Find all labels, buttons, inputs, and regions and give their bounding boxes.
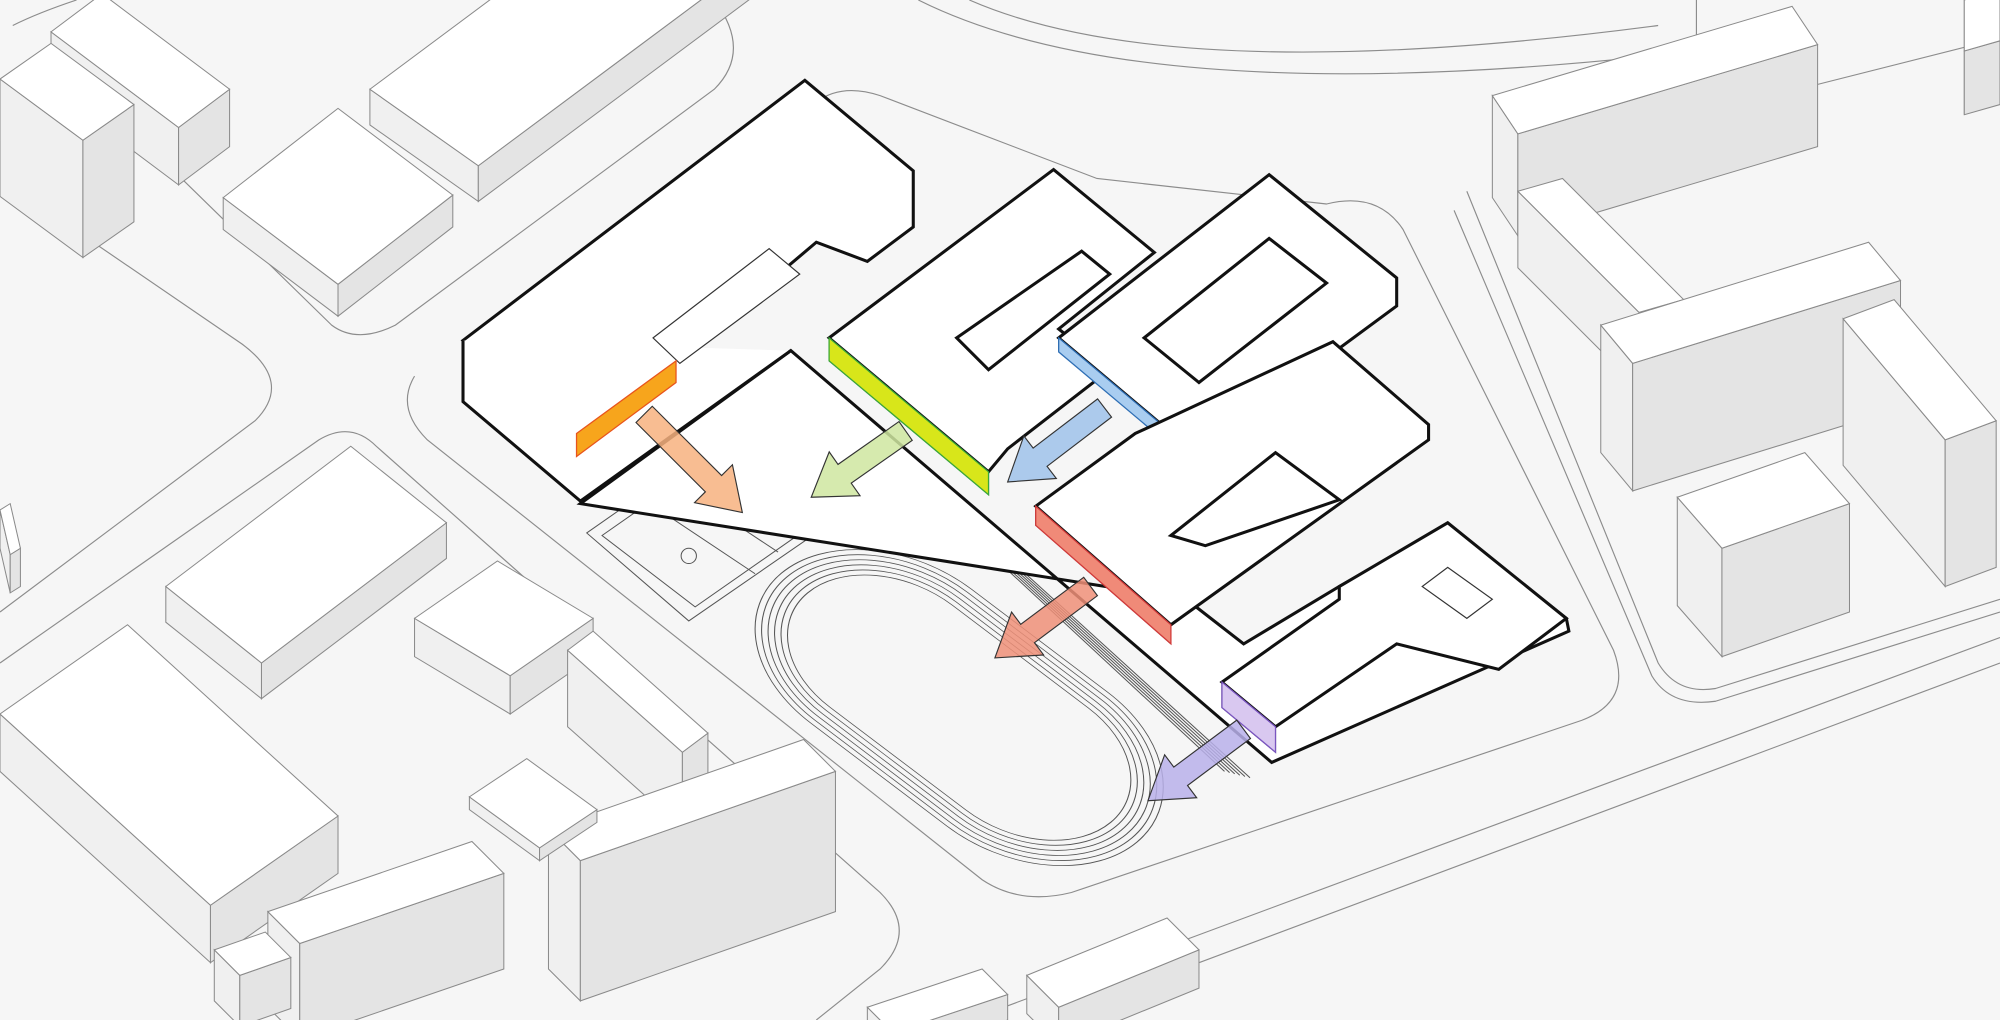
building-roof <box>1491 5 1819 135</box>
red-facade-strip <box>1035 504 1172 646</box>
context-building <box>164 445 448 700</box>
building-roof <box>1599 241 1902 364</box>
context-building <box>413 560 595 715</box>
red-arrow <box>994 576 1099 659</box>
building-roof <box>547 738 837 862</box>
building-roof <box>566 630 709 753</box>
green-facade-strip <box>828 336 990 497</box>
school-complex <box>460 78 1571 765</box>
green-arrow <box>810 420 914 498</box>
orange-facade-strip <box>575 359 677 458</box>
context-building <box>866 968 1009 1020</box>
context-building <box>222 107 454 318</box>
block-e <box>1219 520 1569 729</box>
building-roof <box>1676 452 1851 549</box>
context-building <box>1599 241 1902 493</box>
building-roof <box>1025 917 1200 1008</box>
orange-arrow <box>635 405 744 514</box>
building-roof <box>164 445 448 664</box>
building-roof <box>369 0 702 167</box>
purple-facade-strip <box>1221 680 1277 754</box>
building-roof <box>213 931 292 976</box>
context-building <box>1025 917 1200 1020</box>
context-building <box>1676 452 1851 658</box>
building-roof <box>468 758 598 849</box>
context-building <box>0 42 135 259</box>
building-roof <box>1963 0 2000 52</box>
blue-arrow <box>1006 398 1113 483</box>
context-building <box>468 758 598 862</box>
building-roof <box>1842 299 1998 441</box>
purple-arrow <box>1147 719 1252 802</box>
context-building <box>0 624 339 964</box>
context-building <box>0 502 21 594</box>
building-side-face <box>1963 40 2000 116</box>
context-building <box>1842 299 1998 588</box>
building-side-face <box>1944 420 1997 588</box>
context-building <box>1491 5 1819 238</box>
context-building <box>213 931 292 1020</box>
context-building <box>547 738 837 1003</box>
flow-arrows <box>635 398 1252 802</box>
context-building <box>369 0 750 203</box>
building-roof <box>0 42 135 141</box>
building-roof <box>266 840 505 945</box>
track-lane <box>754 549 1164 867</box>
building-side-face <box>9 547 21 594</box>
building-roof <box>222 107 454 285</box>
context-building <box>1963 0 2000 116</box>
building-roof <box>50 0 231 129</box>
building-roof <box>866 968 1009 1020</box>
building-roof <box>0 624 339 906</box>
building-roof <box>0 502 21 556</box>
building-roof <box>413 560 595 677</box>
